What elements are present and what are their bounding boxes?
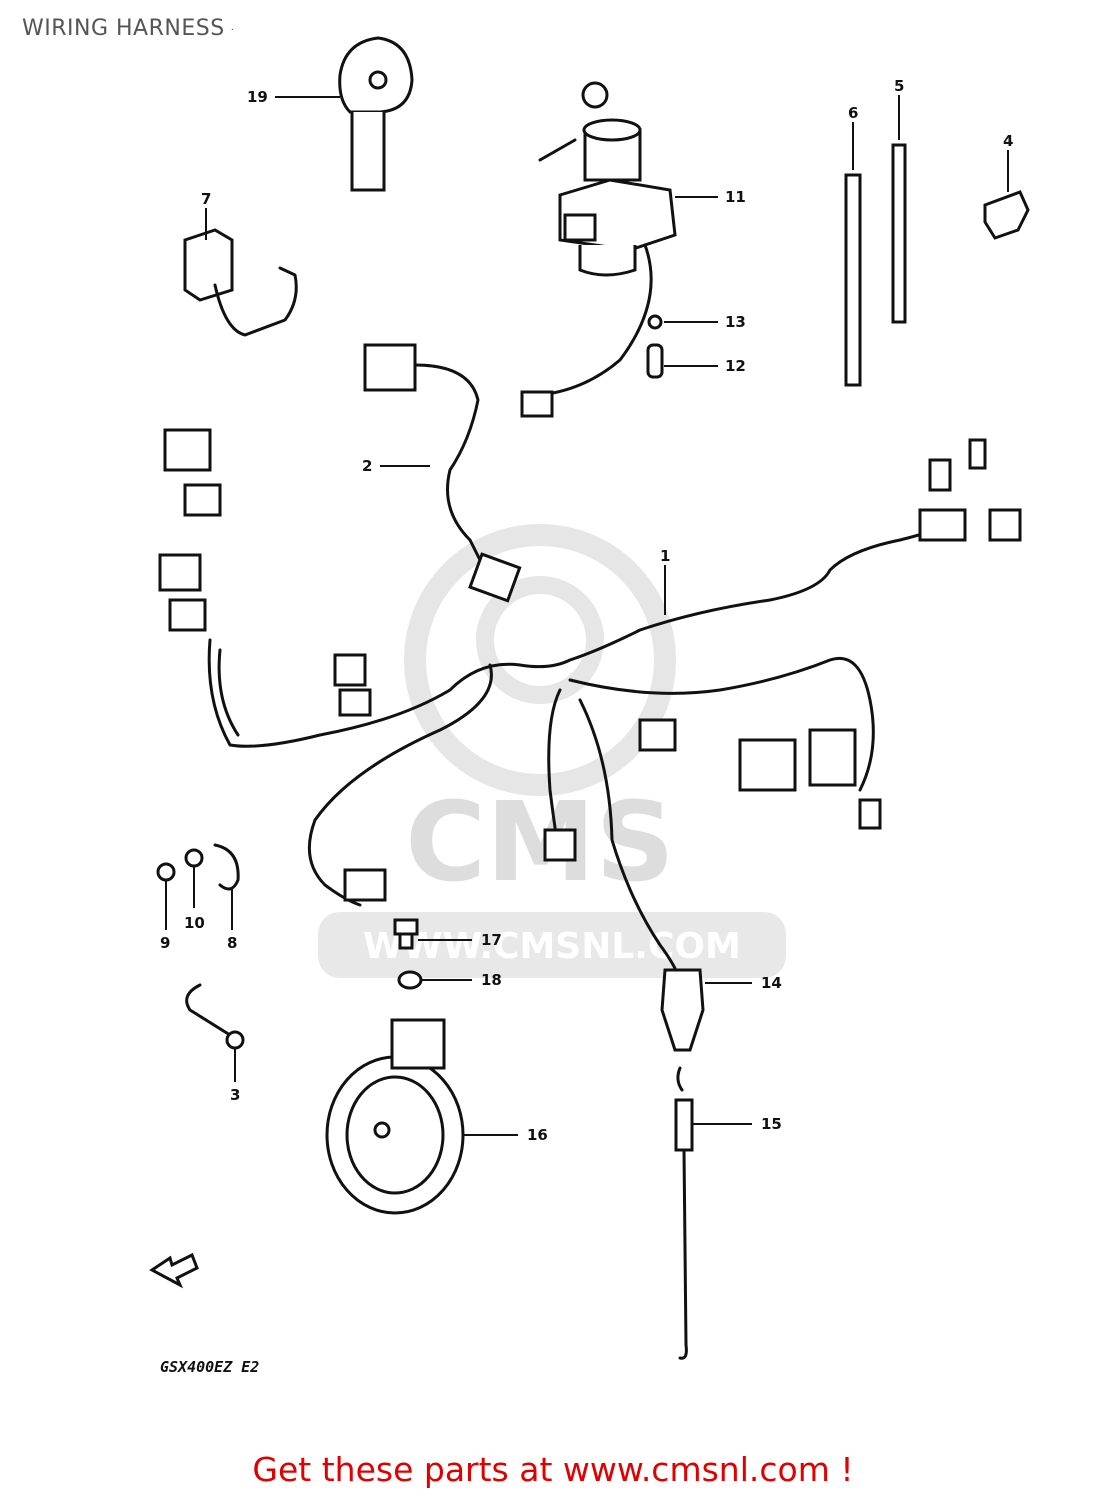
callout-4: 4 xyxy=(1003,132,1013,150)
part-14-switch xyxy=(660,968,705,1052)
callout-12: 12 xyxy=(725,357,746,375)
part-6-cable-tie xyxy=(844,173,862,387)
part-18-washer xyxy=(397,970,423,990)
part-9-screw xyxy=(156,862,176,882)
callout-5: 5 xyxy=(894,77,904,95)
part-3-clip xyxy=(185,983,245,1050)
part-10-washer xyxy=(184,848,204,868)
callout-19: 19 xyxy=(247,88,268,106)
part-16-horn xyxy=(325,1018,465,1215)
callout-17: 17 xyxy=(481,931,502,949)
callout-6: 6 xyxy=(848,104,858,122)
front-arrow-icon xyxy=(149,1252,199,1289)
callout-11: 11 xyxy=(725,188,746,206)
callout-15: 15 xyxy=(761,1115,782,1133)
part-5-cable-tie xyxy=(891,143,907,324)
part-2-sub-harness xyxy=(363,343,522,603)
page-title-text: WIRING HARNESS xyxy=(22,16,225,41)
title-dot: · xyxy=(230,25,235,36)
callout-2: 2 xyxy=(362,457,372,475)
callout-1: 1 xyxy=(660,547,670,565)
callout-13: 13 xyxy=(725,313,746,331)
callout-16: 16 xyxy=(527,1126,548,1144)
part-4-clamp xyxy=(983,190,1030,240)
callouts: 19 7 11 13 12 6 5 4 2 1 9 10 8 3 17 18 1… xyxy=(160,77,1013,1144)
part-8-clip xyxy=(213,843,240,891)
leader-lines xyxy=(165,95,1009,1136)
watermark-mascot xyxy=(476,576,604,704)
part-11-ignition-switch xyxy=(520,81,677,418)
part-19-key xyxy=(338,36,414,192)
part-17-bolt xyxy=(393,918,419,950)
watermark-url: WWW.CMSNL.COM xyxy=(363,926,741,967)
model-code: GSX400EZ E2 xyxy=(160,1358,259,1376)
part-12-fuse xyxy=(646,343,664,379)
watermark-url-pill xyxy=(318,912,786,978)
callout-7: 7 xyxy=(201,190,211,208)
watermark: CMS WWW.CMSNL.COM xyxy=(318,524,786,978)
callout-3: 3 xyxy=(230,1086,240,1104)
watermark-brand: CMS xyxy=(405,778,674,906)
part-1-main-harness xyxy=(158,428,1022,982)
cta-link[interactable]: Get these parts at www.cmsnl.com ! xyxy=(252,1450,854,1489)
part-15-spring xyxy=(674,1066,694,1360)
callout-9: 9 xyxy=(160,934,170,952)
callout-18: 18 xyxy=(481,971,502,989)
callout-8: 8 xyxy=(227,934,237,952)
callout-14: 14 xyxy=(761,974,782,992)
part-7-bracket xyxy=(183,228,298,337)
callout-10: 10 xyxy=(184,914,205,932)
part-13-washer xyxy=(647,314,663,330)
page-title: WIRING HARNESS · xyxy=(22,16,234,41)
watermark-ring xyxy=(404,524,676,796)
